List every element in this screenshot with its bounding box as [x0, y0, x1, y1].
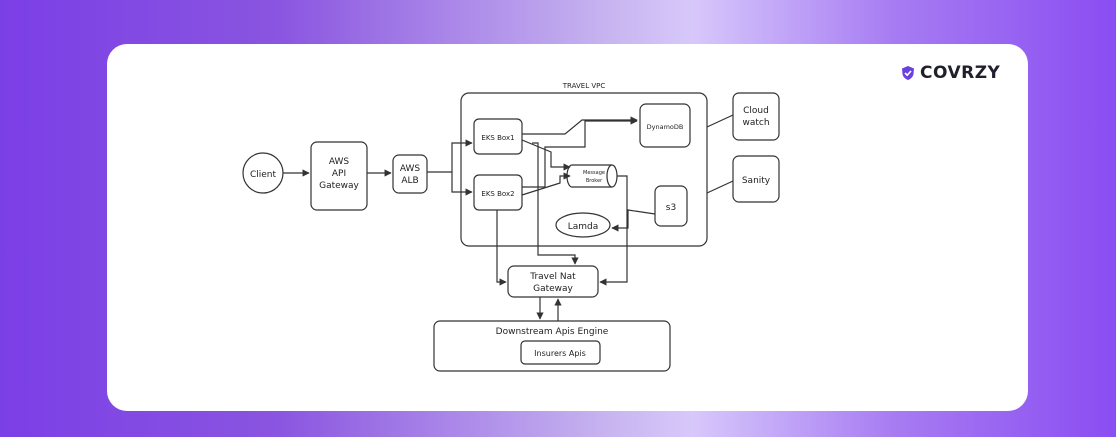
edge-s3-lamda	[611, 209, 656, 232]
lamda-label: Lamda	[568, 222, 599, 232]
broker-label-2: Broker	[586, 178, 603, 184]
edge-eks2-nat	[496, 210, 507, 286]
edge-alb-eks1	[427, 139, 473, 173]
insurers-apis-node	[520, 340, 601, 365]
cloudwatch-label-2: watch	[742, 118, 769, 128]
edge-eks2-dynamodb	[522, 117, 638, 188]
nat-label-2: Gateway	[533, 284, 573, 294]
cloudwatch-label-1: Cloud	[743, 106, 769, 116]
edge-vpc-sanity	[706, 180, 734, 194]
insurers-label: Insurers Apis	[534, 349, 586, 358]
api-gateway-node	[310, 141, 368, 211]
client-label: Client	[250, 170, 277, 180]
sanity-node	[732, 155, 780, 203]
dynamodb-label: DynamoDB	[647, 123, 684, 131]
vpc-boundary	[460, 92, 708, 247]
dynamodb-node	[639, 103, 691, 148]
edge-eks2-broker	[521, 172, 571, 196]
s3-label: s3	[666, 203, 676, 213]
vpc-label: TRAVEL VPC	[562, 82, 606, 90]
api-gateway-label-3: Gateway	[319, 181, 359, 191]
eks1-label: EKS Box1	[481, 134, 514, 142]
edge-eks1-broker	[521, 139, 571, 171]
nat-gateway-node	[507, 265, 599, 298]
edge-vpc-cloudwatch	[706, 114, 734, 128]
alb-node	[392, 154, 428, 194]
shield-check-icon	[902, 66, 914, 80]
edge-eks1-dynamodb	[522, 116, 638, 135]
edge-broker-nat	[599, 175, 628, 286]
downstream-engine-node	[433, 320, 671, 372]
eks-box1-node	[473, 118, 523, 155]
edge-alb-eks2	[451, 172, 473, 196]
diagram-card	[107, 44, 1028, 411]
sanity-label: Sanity	[742, 176, 771, 186]
s3-node	[654, 185, 688, 227]
brand-logo: COVRZY	[900, 62, 1000, 84]
nat-label-1: Travel Nat	[529, 272, 576, 282]
edge-eks1-nat	[532, 142, 579, 265]
alb-label-2: ALB	[401, 176, 418, 186]
api-gateway-label-2: API	[332, 169, 346, 179]
lamda-node	[555, 212, 611, 238]
api-gateway-label-1: AWS	[329, 157, 350, 167]
brand-name: COVRZY	[920, 63, 1001, 83]
alb-label-1: AWS	[400, 164, 421, 174]
downstream-label: Downstream Apis Engine	[496, 327, 609, 337]
eks-box2-node	[473, 174, 523, 211]
cloudwatch-node	[732, 92, 780, 141]
eks2-label: EKS Box2	[481, 190, 514, 198]
broker-label-1: Message	[583, 170, 605, 176]
